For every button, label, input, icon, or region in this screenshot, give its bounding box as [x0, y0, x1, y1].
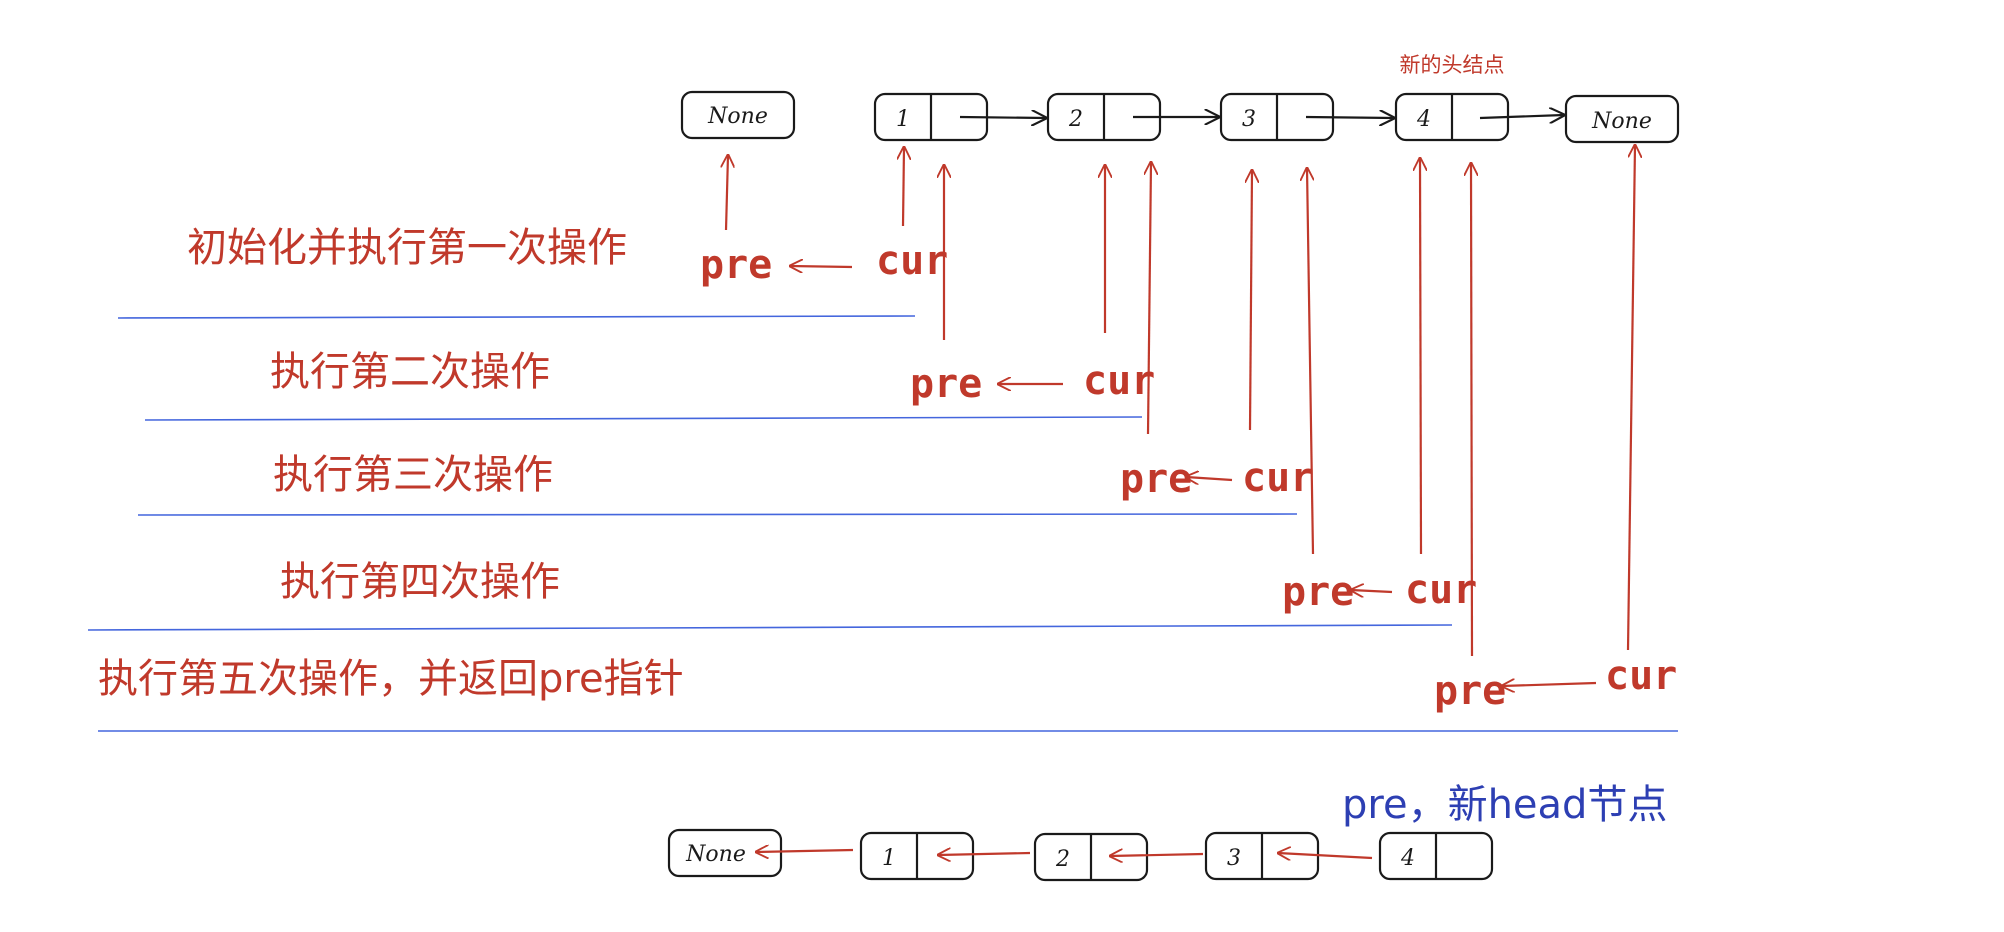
bottom-null-label: None [685, 842, 746, 867]
step-1: 初始化并执行第一次操作 pre cur [117, 147, 948, 319]
bottom-node-4: 4 [1378, 831, 1494, 881]
top-node-1-value: 1 [896, 107, 910, 132]
step-5-cur-to-pre-arrow [1502, 683, 1597, 686]
step-1-cur: cur [876, 238, 948, 284]
bottom-node-4-value: 4 [1400, 846, 1415, 871]
top-node-3-value: 3 [1242, 107, 1256, 132]
step-3-pre-pointer [1148, 162, 1151, 435]
step-5-pre: pre [1434, 668, 1506, 714]
reverse-arrow-2-1 [938, 853, 1031, 855]
step-5-cur-pointer [1626, 145, 1635, 651]
top-node-4: 4 [1394, 92, 1510, 142]
top-null-left-node: None [680, 90, 796, 140]
step-1-pre: pre [700, 242, 772, 288]
step-2-cur: cur [1083, 358, 1155, 404]
step-2-label: 执行第二次操作 [270, 349, 550, 395]
separator-2 [144, 416, 1143, 421]
bottom-node-3-value: 3 [1227, 846, 1241, 871]
next-arrow-4-null [1479, 115, 1564, 118]
top-null-right-node: None [1564, 94, 1680, 144]
step-3-cur-to-pre-arrow [1186, 477, 1233, 480]
bottom-node-1-value: 1 [882, 846, 896, 871]
top-null-right-label: None [1591, 109, 1652, 134]
top-linked-list: None 1 2 3 4 None 新的头结点 [680, 53, 1680, 144]
bottom-node-2-value: 2 [1055, 847, 1070, 872]
separator-3 [137, 513, 1298, 516]
step-5: 执行第五次操作，并返回pre指针 pre cur [98, 145, 1678, 732]
step-5-label: 执行第五次操作，并返回pre指针 [98, 656, 684, 702]
step-2: 执行第二次操作 pre cur [144, 165, 1155, 421]
step-1-cur-to-pre-arrow [790, 266, 853, 267]
step-5-pre-pointer [1471, 163, 1472, 657]
step-3-pre: pre [1120, 456, 1192, 502]
step-3: 执行第三次操作 pre cur [137, 162, 1314, 516]
step-4-pre-pointer [1307, 168, 1313, 555]
step-1-pre-pointer [726, 155, 728, 231]
step-4-cur-to-pre-arrow [1351, 590, 1393, 592]
reverse-arrow-1-null [756, 850, 854, 852]
reverse-arrow-4-3 [1278, 853, 1373, 858]
separator-4 [87, 624, 1453, 631]
bottom-node-3: 3 [1204, 831, 1320, 881]
separator-1 [117, 315, 916, 319]
step-1-cur-pointer [903, 147, 904, 227]
step-3-cur: cur [1242, 455, 1314, 501]
reverse-arrow-3-2 [1110, 854, 1204, 856]
next-arrow-1-2 [959, 117, 1046, 118]
step-4-cur-pointer [1420, 158, 1421, 555]
step-1-label: 初始化并执行第一次操作 [187, 225, 627, 271]
bottom-new-head-note: pre，新head节点 [1342, 782, 1667, 828]
step-4-pre: pre [1282, 569, 1354, 615]
step-2-pre: pre [910, 361, 982, 407]
new-head-note: 新的头结点 [1400, 53, 1505, 77]
top-null-left-label: None [707, 104, 768, 129]
bottom-node-1: 1 [859, 831, 975, 881]
top-node-4-value: 4 [1416, 107, 1431, 132]
bottom-node-2: 2 [1033, 832, 1149, 882]
bottom-linked-list: None 1 2 3 4 pre，新head节点 [667, 782, 1667, 882]
step-4-cur: cur [1405, 567, 1477, 613]
step-3-cur-pointer [1250, 170, 1252, 431]
top-node-2-value: 2 [1068, 107, 1083, 132]
step-3-label: 执行第三次操作 [273, 452, 553, 498]
step-4-label: 执行第四次操作 [280, 559, 560, 605]
step-5-cur: cur [1605, 653, 1677, 699]
bottom-null-node: None [667, 828, 783, 878]
step-4: 执行第四次操作 pre cur [87, 158, 1477, 631]
top-node-2: 2 [1046, 92, 1162, 142]
next-arrow-3-4 [1305, 117, 1394, 118]
